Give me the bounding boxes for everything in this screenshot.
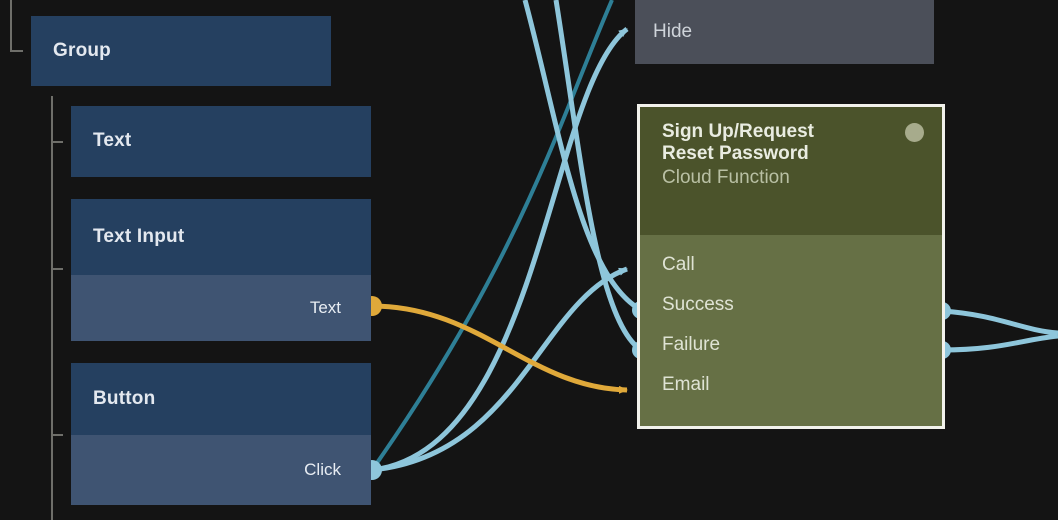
wire-incoming-to-success bbox=[522, 0, 643, 313]
row-email[interactable]: Email bbox=[640, 365, 942, 405]
tree-line-root-vertical bbox=[10, 0, 12, 51]
row-label-email: Email bbox=[662, 374, 710, 395]
wire-output1-right bbox=[941, 308, 1058, 336]
node-text-input-body: Text bbox=[71, 275, 371, 341]
node-text-input-header-wrap: Text Input bbox=[71, 199, 371, 275]
node-cloud-function-subtitle: Cloud Function bbox=[662, 167, 790, 189]
tree-line-child-elbow-button bbox=[51, 434, 63, 436]
status-dot-icon bbox=[905, 123, 924, 142]
row-label-success: Success bbox=[662, 294, 734, 315]
node-cloud-function-body: Call Success Failure Email bbox=[640, 235, 942, 405]
node-group-header[interactable]: Group bbox=[31, 16, 331, 86]
node-text-input-header[interactable]: Text Input bbox=[71, 199, 371, 275]
wire-click-to-hide bbox=[371, 27, 629, 473]
wire-output2-right bbox=[941, 333, 1058, 353]
row-label-failure: Failure bbox=[662, 334, 721, 355]
port-label-text: Text bbox=[309, 298, 341, 317]
node-hide-row[interactable]: Hide bbox=[635, 0, 934, 64]
node-hide[interactable]: Hide bbox=[635, 0, 934, 64]
node-cloud-function-title-line1: Sign Up/Request bbox=[662, 121, 815, 142]
node-button[interactable]: Button Click bbox=[71, 363, 371, 505]
node-cloud-function-header[interactable]: Sign Up/Request Reset Password Cloud Fun… bbox=[640, 107, 942, 235]
node-text-header[interactable]: Text bbox=[71, 106, 371, 177]
node-text-input-title: Text Input bbox=[93, 225, 185, 247]
node-button-header[interactable]: Button bbox=[71, 363, 371, 435]
node-text-input[interactable]: Text Input Text bbox=[71, 199, 371, 341]
wire-teal-passthrough bbox=[370, 0, 614, 472]
tree-line-child-elbow-text bbox=[51, 141, 63, 143]
node-text[interactable]: Text bbox=[71, 106, 371, 177]
row-label-call: Call bbox=[662, 254, 695, 275]
node-group[interactable]: Group bbox=[31, 16, 331, 86]
node-button-header-wrap: Button bbox=[71, 363, 371, 435]
wire-text-to-email bbox=[371, 303, 628, 394]
tree-line-child-vertical bbox=[51, 96, 53, 520]
node-text-title: Text bbox=[93, 130, 132, 152]
node-hide-label: Hide bbox=[653, 21, 693, 42]
node-button-title: Button bbox=[93, 387, 156, 409]
wire-click-to-call bbox=[371, 266, 628, 473]
port-label-click: Click bbox=[304, 460, 341, 479]
wire-incoming-to-failure bbox=[553, 0, 643, 353]
row-success[interactable]: Success bbox=[640, 285, 942, 325]
node-button-body: Click bbox=[71, 435, 371, 505]
node-cloud-function-title-line2: Reset Password bbox=[662, 143, 809, 165]
row-failure[interactable]: Failure bbox=[640, 325, 942, 365]
tree-line-child-elbow-text-input bbox=[51, 268, 63, 270]
row-call[interactable]: Call bbox=[640, 245, 942, 285]
node-group-title: Group bbox=[53, 39, 111, 61]
tree-line-root-elbow bbox=[10, 50, 23, 52]
node-cloud-function[interactable]: Sign Up/Request Reset Password Cloud Fun… bbox=[637, 104, 945, 429]
